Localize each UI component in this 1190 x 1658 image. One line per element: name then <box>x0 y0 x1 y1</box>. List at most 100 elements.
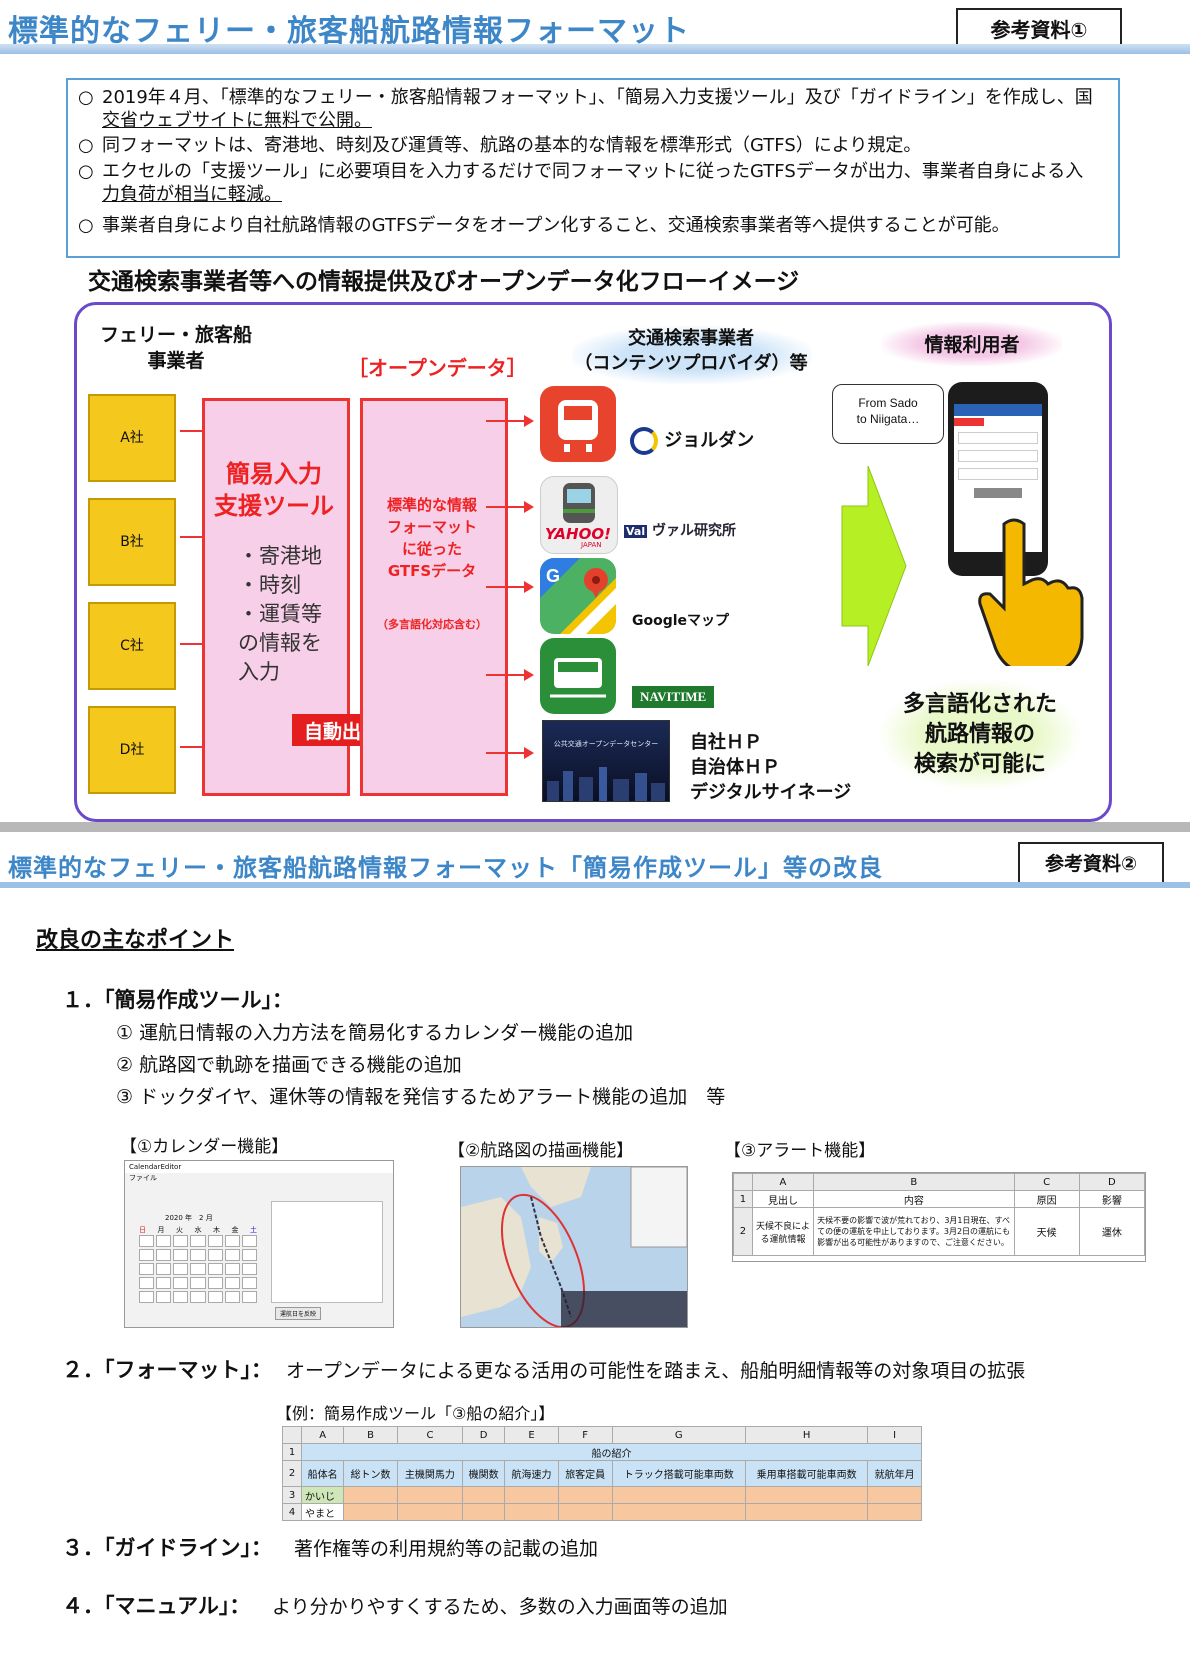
speech-bubble: From Sado to Niigata… <box>832 384 944 444</box>
calendar-day-cell[interactable] <box>156 1277 172 1289</box>
calendar-day-cell[interactable] <box>224 1235 240 1247</box>
calendar-day-cell[interactable] <box>139 1263 155 1275</box>
calendar-day-cell[interactable] <box>139 1235 155 1247</box>
result-text: 多言語化された 航路情報の 検索が可能に <box>902 692 1057 777</box>
item3-head: ３．「ガイドライン」： <box>62 1536 272 1560</box>
providers-title: 交通検索事業者 （コンテンツプロバイダ）等 <box>574 328 808 374</box>
calendar-day-cell[interactable] <box>156 1249 172 1261</box>
gtfs-panel <box>360 398 508 796</box>
sheet2-title-underline <box>0 882 1190 888</box>
website-thumbnail: 公共交通オープンデータセンター <box>542 720 670 802</box>
providers-title-glow <box>572 326 812 384</box>
sheet1-title: 標準的なフェリー・旅客船航路情報フォーマット <box>8 14 690 49</box>
route-map-screenshot <box>460 1166 688 1328</box>
google-maps-icon: G <box>540 558 616 634</box>
item2-body: オープンデータによる更なる活用の可能性を踏まえ、船舶明細情報等の対象項目の拡張 <box>286 1360 1026 1382</box>
calendar-day-cell[interactable] <box>190 1235 206 1247</box>
points-heading: 改良の主なポイント <box>36 928 235 953</box>
opendata-label: ［オープンデータ］ <box>348 356 527 380</box>
calendar-day-cell[interactable] <box>173 1277 189 1289</box>
calendar-day-cell[interactable] <box>173 1235 189 1247</box>
calendar-day-cell[interactable] <box>241 1263 257 1275</box>
navitime-train-icon <box>550 658 606 698</box>
phone-search-button <box>974 488 1022 498</box>
calendar-day-cell[interactable] <box>190 1249 206 1261</box>
caption-route: 【②航路図の描画機能】 <box>448 1141 634 1161</box>
phone <box>948 382 1048 576</box>
arrow-out-5 <box>486 747 534 759</box>
calendar-day-cell[interactable] <box>156 1263 172 1275</box>
multilang-note: （多言語化対応含む） <box>377 618 487 631</box>
calendar-weekdays: 日月火水木金土 <box>139 1225 257 1235</box>
calendar-day-cell[interactable] <box>207 1263 223 1275</box>
jorudan-app-icon <box>540 386 616 462</box>
calendar-day-cell[interactable] <box>224 1291 240 1303</box>
calendar-day-cell[interactable] <box>139 1291 155 1303</box>
calendar-day-cell[interactable] <box>241 1235 257 1247</box>
calendar-day-cell[interactable] <box>207 1235 223 1247</box>
calendar-day-cell[interactable] <box>173 1263 189 1275</box>
calendar-screenshot: CalendarEditor ファイル 2020 年 2 月 日月火水木金土 運… <box>124 1160 394 1328</box>
operators-title: フェリー・旅客船 事業者 <box>99 324 252 372</box>
calendar-right-panel <box>271 1201 383 1303</box>
sheet-divider <box>0 822 1190 832</box>
tool-items: ・寄港地 ・時刻 ・運賃等 の情報を 入力 <box>238 544 322 684</box>
calendar-day-cell[interactable] <box>241 1249 257 1261</box>
calendar-weekday: 金 <box>231 1226 239 1234</box>
navitime-app-icon <box>540 638 616 714</box>
calendar-day-cell[interactable] <box>173 1249 189 1261</box>
val-logo: Val ヴァル研究所 <box>624 523 736 539</box>
arrow-out-1 <box>486 415 534 427</box>
calendar-day-cell[interactable] <box>139 1249 155 1261</box>
yahoo-app-icon: YAHOO! JAPAN <box>540 476 618 554</box>
hand-pointer <box>974 516 1084 676</box>
calendar-day-cell[interactable] <box>224 1263 240 1275</box>
calendar-weekday: 火 <box>176 1226 183 1234</box>
calendar-weekday: 水 <box>194 1226 202 1234</box>
calendar-window-title: CalendarEditor <box>125 1161 393 1173</box>
sheet2-title: 標準的なフェリー・旅客船航路情報フォーマット「簡易作成ツール」等の改良 <box>8 854 883 882</box>
calendar-day-cell[interactable] <box>224 1277 240 1289</box>
train-icon <box>558 400 598 452</box>
phone-tab <box>954 418 984 426</box>
calendar-day-cell[interactable] <box>139 1277 155 1289</box>
calendar-day-cell[interactable] <box>207 1249 223 1261</box>
calendar-day-cell[interactable] <box>156 1291 172 1303</box>
calendar-day-cell[interactable] <box>190 1277 206 1289</box>
bullet-2: ○同フォーマットは、寄港地、時刻及び運賃等、航路の基本的な情報を標準形式（GTF… <box>78 135 922 156</box>
calendar-day-cell[interactable] <box>207 1291 223 1303</box>
hand-pointer-icon <box>978 518 1084 676</box>
calendar-day-cell[interactable] <box>190 1291 206 1303</box>
phone-date-field <box>958 468 1038 480</box>
calendar-day-cell[interactable] <box>224 1249 240 1261</box>
calendar-day-cell[interactable] <box>207 1277 223 1289</box>
calendar-day-cell[interactable] <box>241 1291 257 1303</box>
bullet-3: ○エクセルの「支援ツール」に必要項目を入力するだけで同フォーマットに従ったGTF… <box>78 161 1084 205</box>
users-title-glow <box>882 322 1062 366</box>
item1-head: １．「簡易作成ツール」： <box>62 988 293 1012</box>
calendar-day-cell[interactable] <box>156 1235 172 1247</box>
calendar-weekday: 月 <box>157 1226 165 1234</box>
yahoo-sub: JAPAN <box>581 541 602 549</box>
flow-heading: 交通検索事業者等への情報提供及びオープンデータ化フローイメージ <box>88 269 800 295</box>
val-mark-icon: Val <box>624 525 648 538</box>
calendar-day-cell[interactable] <box>173 1291 189 1303</box>
item4-body: より分かりやすくするため、多数の入力画面等の追加 <box>272 1596 728 1618</box>
calendar-weekday: 土 <box>250 1226 257 1234</box>
speech-bubble-text: From Sado to Niigata… <box>856 396 920 426</box>
phone-from-field <box>958 432 1038 444</box>
arrow-out-3 <box>486 581 534 593</box>
calendar-day-cell[interactable] <box>190 1263 206 1275</box>
company-b: B社 <box>88 498 176 586</box>
jorudan-mark-icon <box>630 427 658 455</box>
route-map-image <box>461 1167 687 1327</box>
big-arrow-shape <box>841 465 907 667</box>
caption-calendar: 【①カレンダー機能】 <box>120 1137 289 1157</box>
calendar-grid <box>139 1235 257 1303</box>
calendar-day-cell[interactable] <box>241 1277 257 1289</box>
tool-title: 簡易入力 支援ツール <box>214 460 334 520</box>
calendar-apply-button[interactable]: 運航日を反映 <box>275 1307 322 1320</box>
